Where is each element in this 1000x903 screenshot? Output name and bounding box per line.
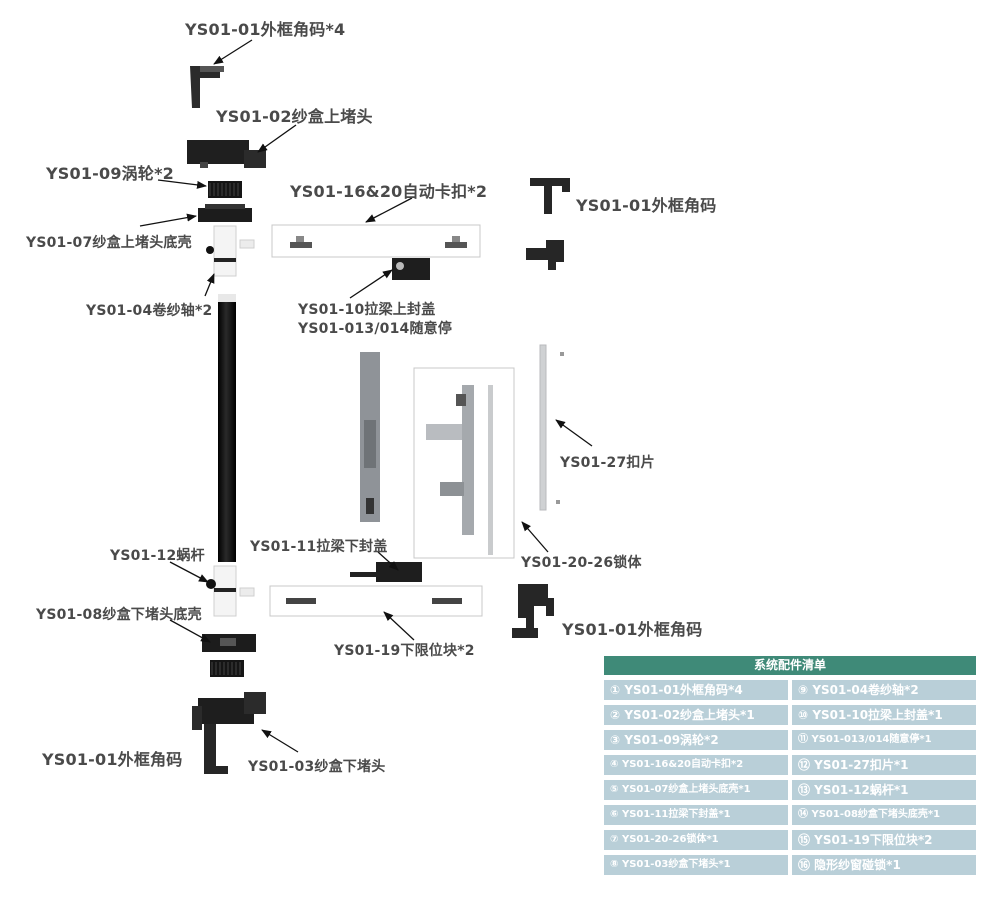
- clip-piece-strip: [539, 344, 564, 511]
- parts-list: 系统配件清单 ① YS01-01外框角码*4 ⑨ YS01-04卷纱轴*2 ② …: [604, 656, 976, 875]
- label-lock-body: YS01-20-26锁体: [521, 555, 642, 571]
- label-auto-clip: YS01-16&20自动卡扣*2: [290, 182, 488, 201]
- parts-list-item: ⑯ 隐形纱窗碰锁*1: [792, 855, 976, 875]
- corner-bracket-bottom-left: [204, 724, 228, 774]
- label-corner-right-top: YS01-01外框角码: [576, 196, 717, 215]
- parts-list-title: 系统配件清单: [604, 656, 976, 675]
- parts-list-grid: ① YS01-01外框角码*4 ⑨ YS01-04卷纱轴*2 ② YS01-02…: [604, 680, 976, 875]
- shaft-top-connector: [206, 225, 255, 277]
- parts-list-item: ⑮ YS01-19下限位块*2: [792, 830, 976, 850]
- worm-wheel-bottom: [210, 660, 244, 677]
- parts-list-item: ② YS01-02纱盒上堵头*1: [604, 705, 788, 725]
- corner-bracket-right-top: [530, 178, 570, 214]
- corner-bracket-right-mid: [526, 240, 564, 270]
- roll-shaft-tube: [218, 300, 236, 562]
- bottom-cap-part: [192, 692, 266, 730]
- label-worm: YS01-12蜗杆: [110, 548, 205, 564]
- parts-list-item: ⑧ YS01-03纱盒下堵头*1: [604, 855, 788, 875]
- worm-wheel-top: [208, 181, 242, 198]
- shaft-bottom-connector: [206, 565, 255, 617]
- parts-list-item: ⑦ YS01-20-26锁体*1: [604, 830, 788, 850]
- top-beam-box: [271, 224, 481, 258]
- label-bottom-cap-base: YS01-08纱盒下堵头底壳: [36, 607, 202, 623]
- label-corner-right-bottom: YS01-01外框角码: [562, 620, 703, 639]
- label-lower-limit: YS01-19下限位块*2: [334, 643, 475, 659]
- label-beam-top-cover: YS01-10拉梁上封盖: [298, 302, 436, 318]
- frame-profile: [360, 352, 380, 522]
- label-random-stop: YS01-013/014随意停: [298, 321, 453, 337]
- label-clip-piece: YS01-27扣片: [560, 455, 655, 471]
- leader-arrows: [139, 39, 593, 753]
- top-cap-base-part: [198, 204, 252, 222]
- label-beam-bottom-cover: YS01-11拉梁下封盖: [250, 539, 388, 555]
- parts-list-item: ① YS01-01外框角码*4: [604, 680, 788, 700]
- label-corner-bottom-left: YS01-01外框角码: [42, 750, 183, 769]
- lock-body-box: [413, 367, 515, 559]
- parts-list-item: ⑨ YS01-04卷纱轴*2: [792, 680, 976, 700]
- corner-bracket-top: [190, 66, 224, 108]
- parts-list-item: ③ YS01-09涡轮*2: [604, 730, 788, 750]
- parts-list-item: ⑬ YS01-12蜗杆*1: [792, 780, 976, 800]
- parts-list-item: ⑥ YS01-11拉梁下封盖*1: [604, 805, 788, 825]
- beam-top-cover-part: [392, 258, 430, 280]
- bottom-cap-base-part: [202, 634, 256, 652]
- beam-bottom-cover-part: [350, 562, 422, 582]
- parts-list-item: ④ YS01-16&20自动卡扣*2: [604, 755, 788, 775]
- corner-bracket-right-bottom: [512, 584, 554, 638]
- bottom-beam-box: [269, 585, 483, 617]
- label-top-cap: YS01-02纱盒上堵头: [216, 107, 373, 126]
- parts-list-item: ⑪ YS01-013/014随意停*1: [792, 730, 976, 750]
- label-worm-wheel: YS01-09涡轮*2: [46, 164, 174, 183]
- label-bottom-cap: YS01-03纱盒下堵头: [248, 759, 386, 775]
- roll-shaft-top-end: [218, 294, 236, 302]
- label-corner-top: YS01-01外框角码*4: [185, 20, 346, 39]
- parts-list-item: ⑭ YS01-08纱盒下堵头底壳*1: [792, 805, 976, 825]
- parts-list-item: ⑤ YS01-07纱盒上堵头底壳*1: [604, 780, 788, 800]
- parts-list-item: ⑩ YS01-10拉梁上封盖*1: [792, 705, 976, 725]
- label-roll-shaft: YS01-04卷纱轴*2: [86, 303, 213, 319]
- label-top-cap-base: YS01-07纱盒上堵头底壳: [26, 235, 192, 251]
- parts-list-item: ⑫ YS01-27扣片*1: [792, 755, 976, 775]
- top-cap-part: [187, 140, 266, 168]
